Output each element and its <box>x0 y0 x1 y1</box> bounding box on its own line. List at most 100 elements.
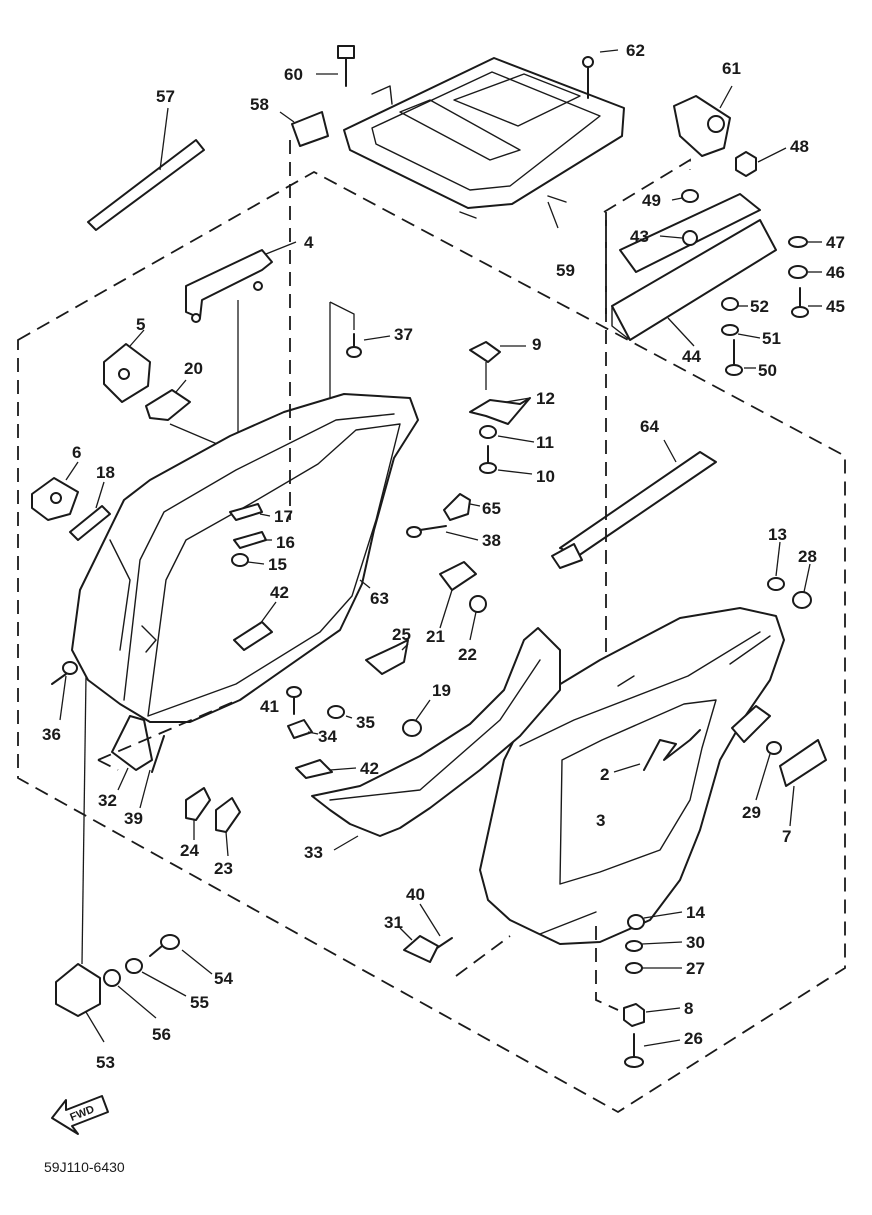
pad-part <box>229 503 263 521</box>
guide-line <box>97 699 239 771</box>
part-label-42b: 42 <box>360 759 379 778</box>
collar-part <box>792 591 812 609</box>
guide-line <box>455 935 511 977</box>
clip-part <box>403 935 439 963</box>
part-label-7: 7 <box>782 827 791 846</box>
collar-part <box>402 719 422 737</box>
plate-part <box>439 561 477 591</box>
bracket-part <box>443 493 471 521</box>
part-label-4: 4 <box>304 233 314 252</box>
collar-part <box>327 705 345 719</box>
part-label-30: 30 <box>686 933 705 952</box>
part-label-27: 27 <box>686 959 705 978</box>
part-label-31: 31 <box>384 913 403 932</box>
bracket-part <box>365 639 409 675</box>
part-label-60: 60 <box>284 65 303 84</box>
part-label-13: 13 <box>768 525 787 544</box>
part-label-50: 50 <box>758 361 777 380</box>
bracket-part <box>611 193 777 341</box>
part-label-17: 17 <box>274 507 293 526</box>
part-label-53: 53 <box>96 1053 115 1072</box>
part-label-37: 37 <box>394 325 413 344</box>
bolt-part <box>479 445 497 474</box>
knob-part <box>682 230 698 246</box>
part-label-51: 51 <box>762 329 781 348</box>
part-label-33: 33 <box>304 843 323 862</box>
part-label-45: 45 <box>826 297 845 316</box>
part-label-29: 29 <box>742 803 761 822</box>
bolt-part <box>624 1033 644 1068</box>
reflector-part <box>779 739 827 787</box>
part-label-62: 62 <box>626 41 645 60</box>
damper-part <box>623 1003 645 1027</box>
part-label-32: 32 <box>98 791 117 810</box>
part-label-28: 28 <box>798 547 817 566</box>
part-label-54: 54 <box>214 969 233 988</box>
bracket-part <box>69 505 111 541</box>
part-label-8: 8 <box>684 999 693 1018</box>
part-label-55: 55 <box>190 993 209 1012</box>
collar-part <box>767 577 785 591</box>
collar-part <box>231 553 249 567</box>
part-label-58: 58 <box>250 95 269 114</box>
part-label-26: 26 <box>684 1029 703 1048</box>
carrier-rack <box>343 57 625 219</box>
part-label-10: 10 <box>536 467 555 486</box>
assembly-boundary <box>17 170 846 1114</box>
collar-part <box>627 914 645 930</box>
part-label-3: 3 <box>596 811 605 830</box>
lock-part <box>31 477 79 521</box>
part-label-5: 5 <box>136 315 145 334</box>
collar-part <box>479 425 497 439</box>
strap-part <box>87 139 205 231</box>
pad-part <box>233 621 273 651</box>
washer-part <box>625 962 643 974</box>
collar-part <box>469 595 487 613</box>
fwd-arrow-icon: FWD <box>51 1095 109 1135</box>
part-label-46: 46 <box>826 263 845 282</box>
part-label-47: 47 <box>826 233 845 252</box>
part-label-15: 15 <box>268 555 287 574</box>
pin-part <box>151 735 165 773</box>
part-label-57: 57 <box>156 87 175 106</box>
part-label-63: 63 <box>370 589 389 608</box>
handle-part <box>185 249 273 323</box>
pad-part <box>295 759 333 779</box>
part-label-19: 19 <box>432 681 451 700</box>
part-label-52: 52 <box>750 297 769 316</box>
part-label-2: 2 <box>600 765 609 784</box>
part-label-35: 35 <box>356 713 375 732</box>
part-label-43: 43 <box>630 227 649 246</box>
part-label-38: 38 <box>482 531 501 550</box>
part-label-34: 34 <box>318 727 337 746</box>
guide-line <box>595 926 619 1011</box>
part-label-22: 22 <box>458 645 477 664</box>
collar-part <box>721 297 739 311</box>
collar-part <box>766 741 782 755</box>
part-label-24: 24 <box>180 841 199 860</box>
pad-part <box>287 719 313 739</box>
part-label-14: 14 <box>686 903 705 922</box>
part-label-42: 42 <box>270 583 289 602</box>
part-label-61: 61 <box>722 59 741 78</box>
bolt-part <box>406 525 447 538</box>
bolt-part <box>51 661 78 685</box>
part-label-44: 44 <box>682 347 701 366</box>
bolt-part <box>791 287 809 318</box>
bracket-part <box>469 397 531 425</box>
bolt-part <box>286 686 302 715</box>
emblem-part <box>643 729 701 771</box>
bolt-part <box>725 339 743 376</box>
part-label-18: 18 <box>96 463 115 482</box>
plate-part <box>145 389 191 421</box>
nut-part <box>788 265 808 279</box>
nut-part <box>735 151 757 177</box>
plate-part <box>731 705 771 743</box>
damper-part <box>55 963 101 1017</box>
plate-part <box>291 111 329 147</box>
part-label-59: 59 <box>556 261 575 280</box>
washer-part <box>103 969 121 987</box>
part-label-36: 36 <box>42 725 61 744</box>
part-labels: 57 60 58 62 61 48 49 43 47 46 45 52 51 5… <box>42 41 845 1072</box>
cover-part <box>311 627 561 837</box>
